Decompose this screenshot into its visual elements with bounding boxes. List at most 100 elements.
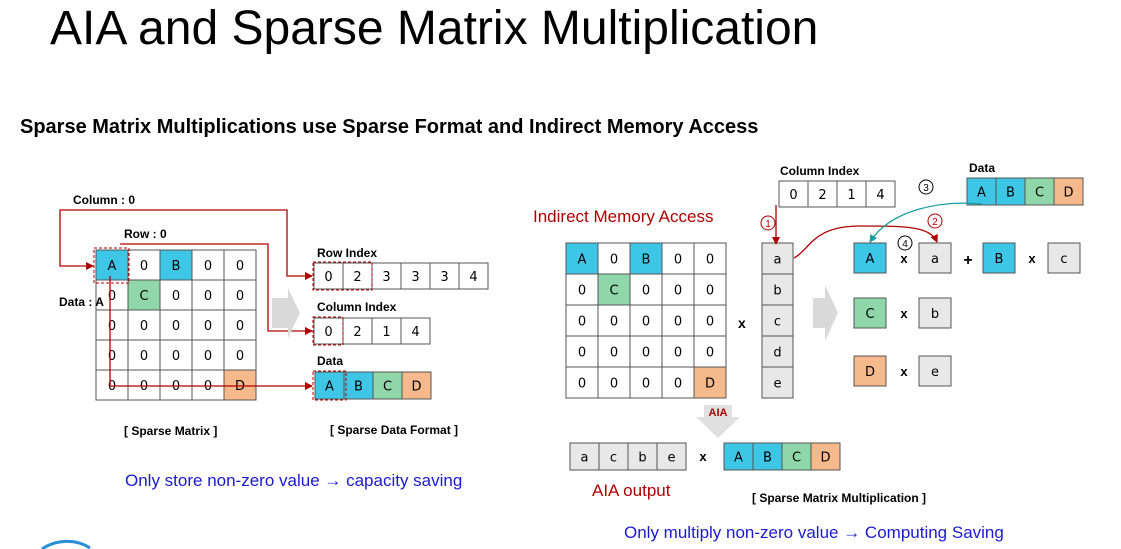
aia-data-cell-1: B [763,451,772,466]
right-matrix-cell-0-3: 0 [674,253,682,268]
data-cell-3-box [401,371,432,400]
vector-cell-0: a [774,253,782,268]
data-array-label: Data [317,354,343,368]
left-matrix-cell-1-0-box [95,279,129,311]
aia-vector-cell-3-box [656,442,687,471]
aia-data-cell-3: D [820,451,830,466]
aia-vector-cell-2: b [638,451,646,466]
aia-data-cell-0: A [734,451,743,466]
svg-text:b: b [931,307,939,322]
right-note: Only multiply non-zero value → Computing… [624,523,1004,542]
aia-vector-cell-1: c [610,451,617,466]
vector-cell-4: e [774,377,782,392]
right-matrix-cell-2-4-box [693,304,727,337]
column-index-cell-1-box [342,317,373,345]
right-matrix-cell-3-2: 0 [642,346,650,361]
row-index-cell-5: 4 [469,270,477,285]
vector-cell-3-box [761,335,794,368]
left-row-label: Row : 0 [124,227,167,241]
left-matrix-cell-0-3: 0 [204,259,212,274]
right-column-index-cell-2: 1 [847,188,855,203]
product-row1-a [853,242,887,274]
row-index-cell-2: 3 [382,270,390,285]
right-data-cell-3-box [1053,177,1084,206]
svg-text:3: 3 [923,183,929,194]
aia-vector-cell-0: a [581,451,589,466]
right-matrix-cell-0-1-box [597,242,631,275]
matrix-a-highlight [93,247,130,284]
left-matrix-cell-4-2-box [159,369,193,401]
right-matrix-cell-4-3-box [661,366,695,399]
product-row1-c [982,242,1016,274]
left-matrix-cell-2-2: 0 [172,319,180,334]
vector-cell-3: d [773,346,781,361]
left-matrix-cell-0-1-box [127,249,161,281]
right-matrix-cell-1-1: C [609,284,618,299]
aia-down-arrow [696,405,740,438]
left-matrix-cell-1-0: 0 [108,289,116,304]
right-data-cell-2: C [1035,186,1044,201]
row-index-label: Row Index [317,246,377,260]
row-index-cell-0: 0 [324,270,332,285]
left-matrix-cell-4-0-box [95,369,129,401]
right-column-index-cell-1-box [807,180,838,208]
left-transform-arrow [272,288,300,338]
aia-times-symbol: x [699,449,707,464]
right-matrix-cell-1-1-box [597,273,631,306]
right-matrix-cell-3-4: 0 [706,346,714,361]
right-matrix-cell-4-4: D [705,377,715,392]
svg-text:a: a [931,252,939,267]
data-cell-0-box [314,371,345,400]
right-matrix-cell-4-3: 0 [674,377,682,392]
data-cell-2: C [383,380,392,395]
right-column-index-cell-3-box [865,180,896,208]
left-matrix-cell-3-0-box [95,339,129,371]
svg-text:c: c [1060,252,1067,267]
aia-vector-cell-1-box [598,442,629,471]
column-index-cell-1: 2 [353,325,361,340]
logo-arc [41,539,91,549]
step-4-marker: 4 [897,235,913,251]
right-matrix-cell-3-4-box [693,335,727,368]
left-matrix-cell-3-0: 0 [108,349,116,364]
row-connector-line [59,246,94,270]
right-data-cell-0: A [977,186,986,201]
right-matrix-cell-2-3-box [661,304,695,337]
product-row2-b [918,297,952,329]
vector-cell-4-box [761,366,794,399]
right-matrix-cell-0-4-box [693,242,727,275]
row-index-cell-3: 3 [411,270,419,285]
row-index-highlight-1 [312,261,373,291]
product-times-3: x [900,306,908,321]
data-cell-2-box [372,371,403,400]
sparse-format-caption: [ Sparse Data Format ] [330,423,458,437]
left-matrix-cell-3-1: 0 [140,349,148,364]
right-column-index-label: Column Index [780,164,860,178]
data-cell-0: A [325,380,334,395]
page-subtitle: Sparse Matrix Multiplications use Sparse… [20,116,758,138]
right-column-index-cell-0: 0 [789,188,797,203]
step-3-marker: 3 [918,179,934,195]
right-matrix-cell-2-0: 0 [578,315,586,330]
column-index-cell-0-box [313,317,344,345]
left-column-label: Column : 0 [73,193,135,207]
left-matrix-cell-3-2: 0 [172,349,180,364]
step-2-arrow [793,225,938,259]
product-plus: + [963,252,972,269]
right-matrix-cell-0-0: A [578,253,587,268]
svg-text:1: 1 [765,219,771,230]
row-index-cell-1-box [342,262,373,290]
multiplication-caption: [ Sparse Matrix Multiplication ] [752,491,926,505]
right-data-cell-1: B [1006,186,1015,201]
right-matrix-cell-1-4: 0 [706,284,714,299]
data-cell-1: B [354,380,363,395]
left-matrix-cell-1-4: 0 [236,289,244,304]
product-times-1: x [900,251,908,266]
